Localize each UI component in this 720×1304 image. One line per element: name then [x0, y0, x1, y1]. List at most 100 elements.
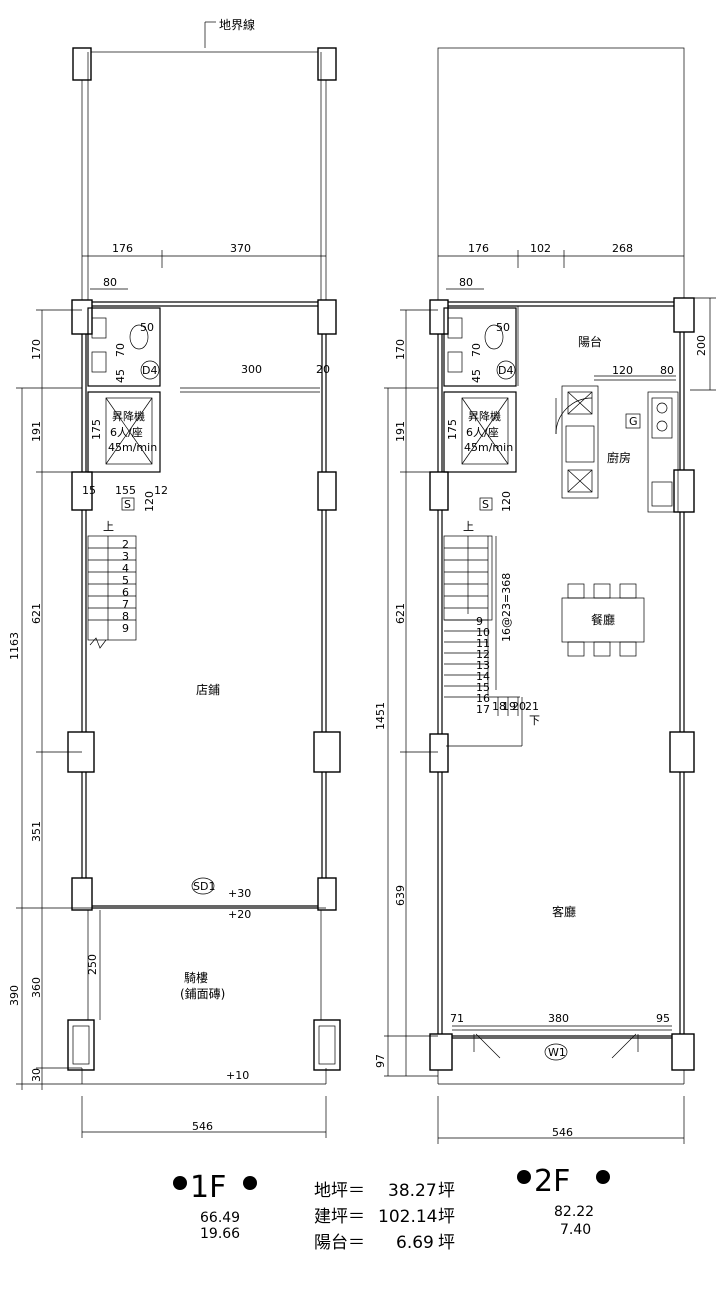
balcony-area-label: 陽台＝	[314, 1233, 365, 1253]
dim-50: 50	[496, 321, 510, 334]
dim-80: 80	[103, 276, 117, 289]
arcade-label: 騎樓	[184, 970, 208, 985]
svg-text:19: 19	[502, 700, 516, 713]
svg-text:13: 13	[476, 659, 490, 672]
elevator-speed: 45m/min	[108, 441, 157, 454]
dim-97: 97	[374, 1054, 387, 1068]
svg-text:9: 9	[476, 615, 483, 628]
column	[429, 1033, 453, 1071]
dim-70: 70	[114, 343, 127, 357]
room-balcony: 陽台	[578, 334, 602, 349]
dim-80b: 80	[660, 364, 674, 377]
floor-2-area: 82.22	[554, 1204, 594, 1220]
svg-text:3: 3	[122, 550, 129, 563]
room-living: 客廳	[552, 904, 576, 919]
dim-50: 50	[140, 321, 154, 334]
door-d4-tag: D4	[142, 364, 157, 377]
room-store: 店鋪	[196, 682, 220, 697]
dim-176: 176	[468, 242, 489, 255]
column	[429, 733, 449, 773]
stair-up-label: 上	[103, 520, 114, 533]
dim-80: 80	[459, 276, 473, 289]
area-summary: 地坪＝ 38.27 坪 建坪＝ 102.14 坪 陽台＝ 6.69 坪	[314, 1181, 455, 1253]
balcony-area-value: 6.69	[396, 1233, 434, 1253]
dim-200: 200	[695, 335, 708, 356]
dim-300: 300	[241, 363, 262, 376]
dim-95: 95	[656, 1012, 670, 1025]
svg-text:16: 16	[476, 692, 490, 705]
column	[673, 469, 695, 513]
room-dining: 餐廳	[591, 612, 615, 627]
dim-102: 102	[530, 242, 551, 255]
elevator-capacity: 6人/座	[110, 425, 143, 439]
elevator-capacity: 6人/座	[466, 425, 499, 439]
svg-text:21: 21	[525, 700, 539, 713]
svg-text:17: 17	[476, 703, 490, 716]
floor-1-balcony-area: 19.66	[200, 1226, 240, 1242]
dim-70: 70	[470, 343, 483, 357]
svg-text:7: 7	[122, 598, 129, 611]
column	[67, 1019, 95, 1071]
column	[317, 299, 337, 335]
dim-45: 45	[470, 369, 483, 383]
dim-170: 170	[394, 339, 407, 360]
dim-20: 20	[316, 363, 330, 376]
svg-text:5: 5	[122, 574, 129, 587]
window-w1-tag: W1	[548, 1046, 566, 1059]
column	[429, 299, 449, 335]
dim-120: 120	[143, 491, 156, 512]
elevator-speed: 45m/min	[464, 441, 513, 454]
land-area-value: 38.27	[388, 1181, 437, 1201]
dim-370: 370	[230, 242, 251, 255]
bullet-icon	[517, 1170, 531, 1184]
elevator-label: 昇降機	[112, 409, 145, 423]
dim-360: 360	[30, 977, 43, 998]
svg-text:6: 6	[122, 586, 129, 599]
dim-175: 175	[90, 419, 103, 440]
floor-1-plan: 地界線 176 370 80 50 70 45	[8, 17, 341, 1242]
svg-text:4: 4	[122, 562, 129, 575]
floor-2-balcony-area: 7.40	[560, 1222, 591, 1238]
dim-268: 268	[612, 242, 633, 255]
dim-170: 170	[30, 339, 43, 360]
dim-155: 155	[115, 484, 136, 497]
floor-1-area: 66.49	[200, 1210, 240, 1226]
dim-1163: 1163	[8, 632, 21, 660]
column	[669, 731, 695, 773]
column	[671, 1033, 695, 1071]
dim-12: 12	[154, 484, 168, 497]
dim-175: 175	[446, 419, 459, 440]
s-mark: S	[482, 498, 489, 511]
svg-text:18: 18	[492, 700, 506, 713]
dim-1451: 1451	[374, 702, 387, 730]
dim-390: 390	[8, 985, 21, 1006]
dim-191: 191	[394, 421, 407, 442]
svg-text:14: 14	[476, 670, 490, 683]
building-area-value: 102.14	[378, 1207, 437, 1227]
column	[71, 299, 93, 335]
level-plus20: +20	[228, 908, 251, 921]
dim-351: 351	[30, 821, 43, 842]
dim-45: 45	[114, 369, 127, 383]
floor-1-title: 1F	[190, 1170, 226, 1205]
bullet-icon	[596, 1170, 610, 1184]
dim-71: 71	[450, 1012, 464, 1025]
arcade-sub: (鋪面磚)	[180, 986, 225, 1001]
svg-text:10: 10	[476, 626, 490, 639]
floor-2-title: 2F	[534, 1164, 570, 1199]
dim-176: 176	[112, 242, 133, 255]
level-plus30: +30	[228, 887, 251, 900]
floor-2-plan: 176 102 268 80 200 50 70 45 D4	[374, 47, 716, 1238]
column	[72, 47, 92, 81]
dim-380: 380	[548, 1012, 569, 1025]
bullet-icon	[243, 1176, 257, 1190]
land-area-label: 地坪＝	[314, 1181, 365, 1201]
dim-191: 191	[30, 421, 43, 442]
dim-621: 621	[394, 603, 407, 624]
level-plus10: +10	[226, 1069, 249, 1082]
gas-mark: G	[629, 415, 638, 428]
dim-639: 639	[394, 885, 407, 906]
stair-dim: 16@23=368	[500, 573, 513, 642]
svg-text:15: 15	[476, 681, 490, 694]
column	[317, 47, 337, 81]
